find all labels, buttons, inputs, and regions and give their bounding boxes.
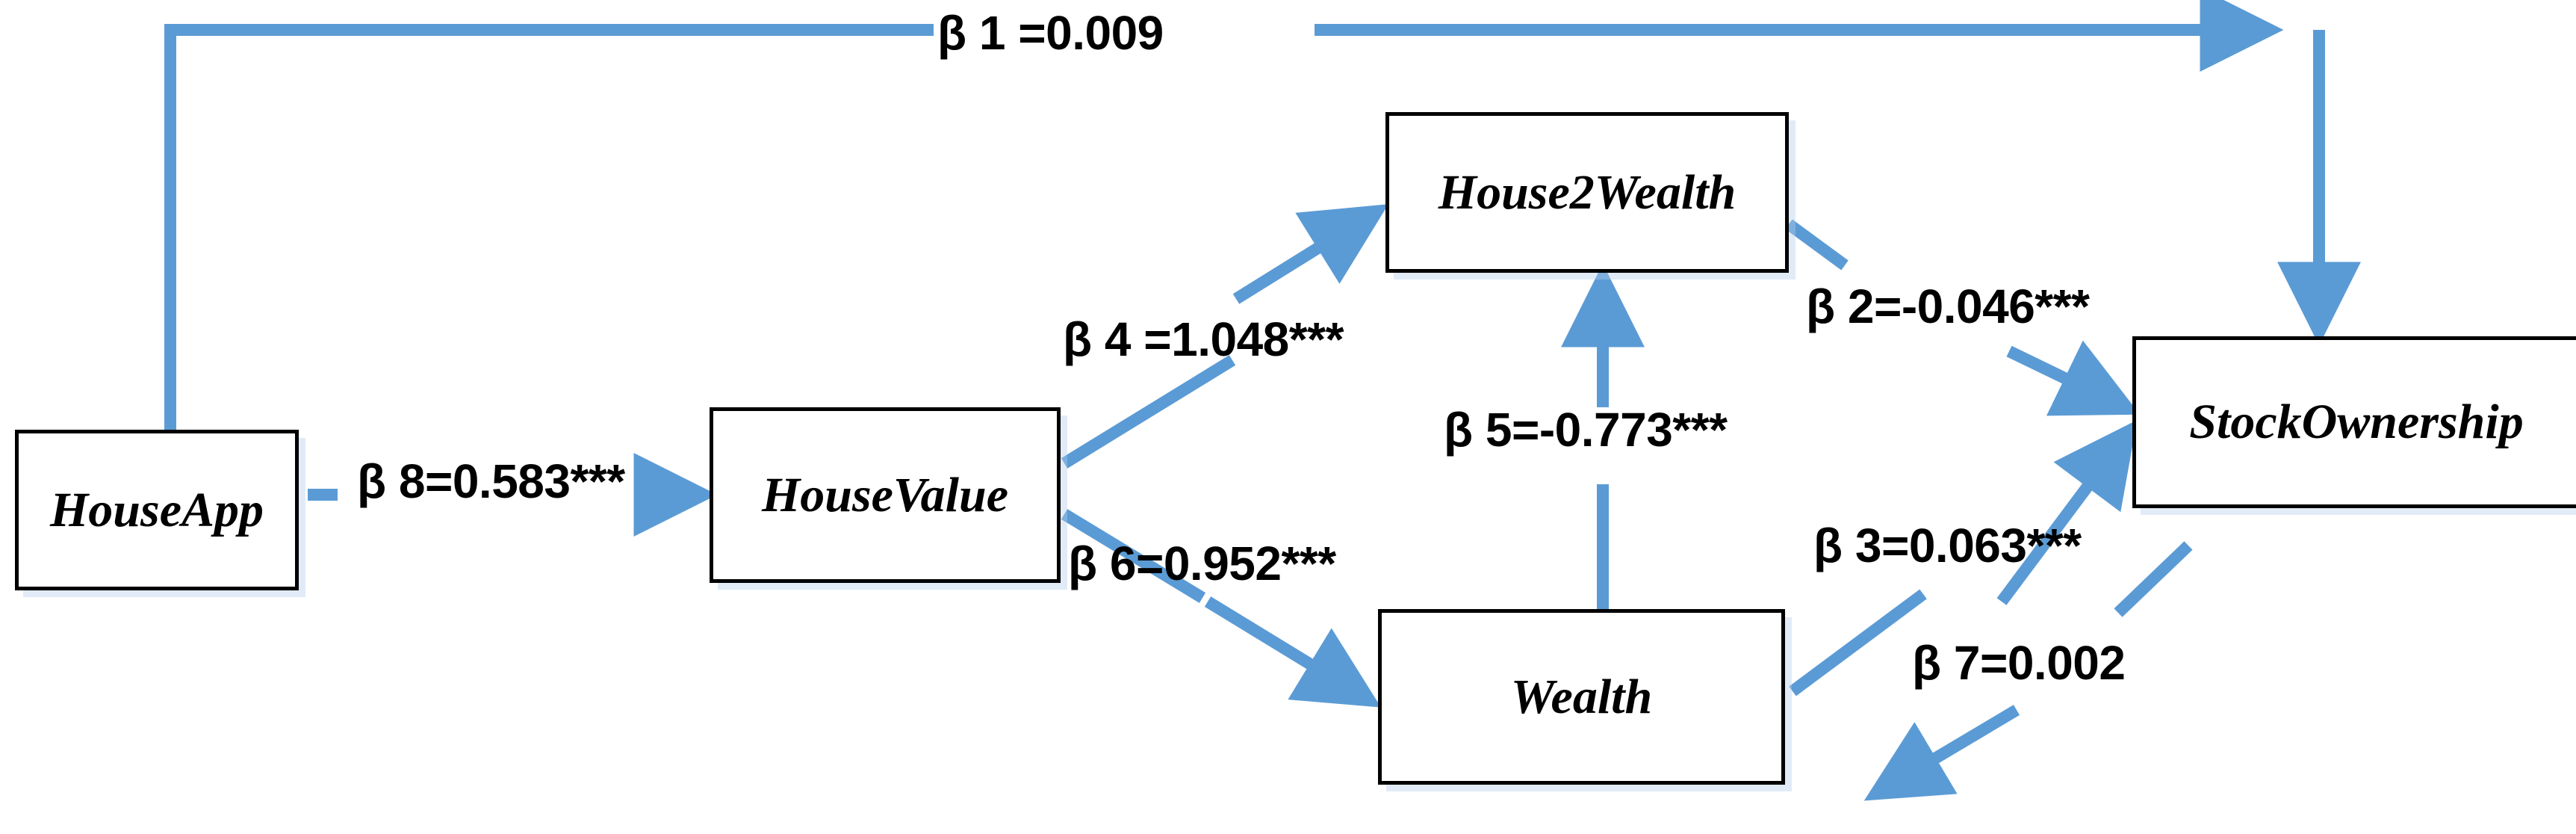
edge-beta3: [1789, 420, 2138, 696]
edge-label-beta8: β 8=0.583***: [357, 454, 625, 508]
node-house-value-label: HouseValue: [761, 467, 1009, 522]
node-wealth[interactable]: Wealth: [1378, 609, 1785, 785]
edge-label-beta5: β 5=-0.773***: [1444, 403, 1728, 457]
edge-beta6: [1061, 509, 1382, 708]
edge-beta2: [1785, 219, 2141, 416]
edge-label-beta3: β 3=0.063***: [1813, 519, 2082, 572]
node-house2wealth-label: House2Wealth: [1438, 164, 1737, 220]
edge-beta1: [164, 0, 2361, 430]
edge-label-beta7: β 7=0.002: [1912, 636, 2126, 690]
edge-label-beta6: β 6=0.952***: [1068, 537, 1336, 590]
node-stock-ownership[interactable]: StockOwnership: [2132, 336, 2576, 508]
edge-label-beta4: β 4 =1.048***: [1063, 312, 1344, 366]
edge-label-beta2: β 2=-0.046***: [1806, 279, 2090, 333]
edge-label-beta1: β 1 =0.009: [937, 6, 1164, 60]
edge-beta7: [1863, 541, 2193, 801]
node-wealth-label: Wealth: [1510, 669, 1653, 724]
node-stock-ownership-label: StockOwnership: [2189, 395, 2524, 449]
edge-beta4: [1061, 204, 1389, 469]
node-house-value[interactable]: HouseValue: [710, 407, 1061, 583]
node-house2wealth[interactable]: House2Wealth: [1385, 112, 1789, 273]
node-house-app[interactable]: HouseApp: [15, 430, 299, 590]
node-house-app-label: HouseApp: [49, 482, 264, 537]
